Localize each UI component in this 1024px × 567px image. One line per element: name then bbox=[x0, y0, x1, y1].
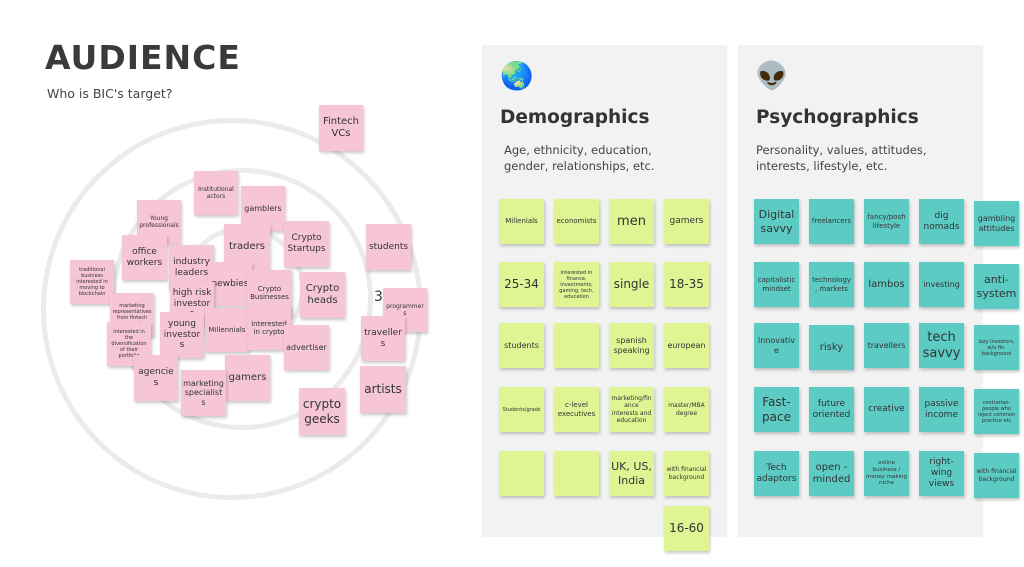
sticky-note-future-oriented[interactable]: future oriented bbox=[809, 387, 854, 432]
sticky-note-age-25-34[interactable]: 25-34 bbox=[499, 262, 544, 307]
sticky-note-students-grads[interactable]: Students/grads bbox=[499, 387, 544, 432]
sticky-note-anti-system[interactable]: anti-system bbox=[974, 264, 1019, 309]
sticky-note-interested-in-crypto[interactable]: interested in crypto bbox=[247, 306, 291, 350]
sticky-note-technology-markets[interactable]: technology, markets bbox=[809, 262, 854, 307]
sticky-note-uk-us-india[interactable]: UK, US, India bbox=[609, 451, 654, 496]
sticky-note-advertiser[interactable]: advertiser bbox=[284, 325, 329, 370]
page-title: AUDIENCE bbox=[45, 38, 241, 77]
sticky-note-financial-background-demo[interactable]: with financial background bbox=[664, 451, 709, 496]
sticky-note-crypto-geeks[interactable]: crypto geeks bbox=[299, 388, 345, 435]
sticky-note-gamers-audience[interactable]: gamers bbox=[225, 355, 270, 401]
sticky-note-passive-income[interactable]: passive income bbox=[919, 387, 964, 432]
sticky-note-fintech-vcs[interactable]: Fintech VCs bbox=[319, 105, 363, 151]
sticky-note-agencies[interactable]: agencies bbox=[134, 355, 178, 401]
stray-digit: 3 bbox=[374, 289, 383, 305]
sticky-note-blank-3[interactable] bbox=[554, 451, 599, 496]
sticky-note-economists[interactable]: economists bbox=[554, 199, 599, 244]
sticky-note-travellers-audience[interactable]: travellers bbox=[361, 316, 405, 361]
sticky-note-innovative[interactable]: innovative bbox=[754, 323, 799, 368]
sticky-note-dig-nomads[interactable]: dig nomads bbox=[919, 199, 964, 244]
globe-icon: 🌏 bbox=[500, 61, 534, 92]
sticky-note-c-level[interactable]: c-level executives bbox=[554, 387, 599, 432]
sticky-note-financial-background-psycho[interactable]: with financial background bbox=[974, 453, 1019, 498]
sticky-note-european[interactable]: european bbox=[664, 323, 709, 368]
sticky-note-gambling-attitudes[interactable]: gambling attitudes bbox=[974, 201, 1019, 246]
sticky-note-age-18-35[interactable]: 18-35 bbox=[664, 262, 709, 307]
sticky-note-online-business[interactable]: online business / money making niche bbox=[864, 451, 909, 496]
sticky-note-freelancers[interactable]: freelancers bbox=[809, 199, 854, 244]
sticky-note-lazy-investors[interactable]: lazy investors, w/o fin. background bbox=[974, 325, 1019, 370]
sticky-note-digital-savvy[interactable]: Digital savvy bbox=[754, 199, 799, 244]
sticky-note-gamblers[interactable]: gamblers bbox=[241, 186, 285, 231]
sticky-note-marketing-finance[interactable]: marketing/finance interests and educatio… bbox=[609, 387, 654, 432]
sticky-note-gamers-demo[interactable]: gamers bbox=[664, 199, 709, 244]
sticky-note-creative[interactable]: creative bbox=[864, 387, 909, 432]
sticky-note-marketing-specialists[interactable]: marketing specialists bbox=[181, 370, 226, 416]
sticky-note-young-investors[interactable]: young investors bbox=[160, 312, 204, 358]
sticky-note-contrarian[interactable]: contrarian- people who reject common pra… bbox=[974, 389, 1019, 434]
sticky-note-right-wing[interactable]: right-wing views bbox=[919, 451, 964, 496]
sticky-note-artists[interactable]: artists bbox=[360, 366, 406, 413]
sticky-note-blank-1[interactable] bbox=[554, 323, 599, 368]
sticky-note-millenials[interactable]: Millenials bbox=[499, 199, 544, 244]
sticky-note-office-workers[interactable]: office workers bbox=[122, 235, 167, 280]
sticky-note-investing[interactable]: investing bbox=[919, 262, 964, 307]
sticky-note-interested-finance[interactable]: Interested in finance, investments, gami… bbox=[554, 262, 599, 307]
page-subtitle: Who is BIC's target? bbox=[47, 86, 173, 101]
sticky-note-spanish-speaking[interactable]: spanish speaking bbox=[609, 323, 654, 368]
sticky-note-lambos[interactable]: lambos bbox=[864, 262, 909, 307]
demographics-title: Demographics bbox=[500, 107, 650, 128]
sticky-note-blank-2[interactable] bbox=[499, 451, 544, 496]
sticky-note-traditional-business[interactable]: traditional business interested in movin… bbox=[70, 260, 114, 304]
sticky-note-risky[interactable]: risky bbox=[809, 325, 854, 370]
sticky-note-tech-savvy[interactable]: tech savvy bbox=[919, 323, 964, 368]
sticky-note-crypto-startups[interactable]: Crypto Startups bbox=[284, 221, 329, 267]
sticky-note-students-demo[interactable]: students bbox=[499, 323, 544, 368]
sticky-note-age-16-60[interactable]: 16-60 bbox=[664, 506, 709, 551]
psychographics-title: Psychographics bbox=[756, 107, 919, 128]
alien-icon: 👽 bbox=[755, 61, 789, 92]
psychographics-description: Personality, values, attitudes, interest… bbox=[756, 143, 927, 173]
sticky-note-men[interactable]: men bbox=[609, 199, 654, 244]
sticky-note-capitalistic-mindset[interactable]: capitalistic mindset bbox=[754, 262, 799, 307]
sticky-note-single[interactable]: single bbox=[609, 262, 654, 307]
sticky-note-tech-adaptors[interactable]: Tech adaptors bbox=[754, 451, 799, 496]
sticky-note-open-minded[interactable]: open - minded bbox=[809, 451, 854, 496]
sticky-note-fast-pace[interactable]: Fast-pace bbox=[754, 387, 799, 432]
sticky-note-travellers-psycho[interactable]: travellers bbox=[864, 323, 909, 368]
sticky-note-institutional-actors[interactable]: Institutional actors bbox=[194, 171, 238, 215]
sticky-note-fancy-posh[interactable]: fancy/posh lifestyle bbox=[864, 199, 909, 244]
sticky-note-newbies[interactable]: newbies bbox=[208, 262, 252, 306]
sticky-note-students-audience[interactable]: students bbox=[366, 224, 411, 270]
demographics-description: Age, ethnicity, education, gender, relat… bbox=[504, 143, 655, 173]
sticky-note-millennials[interactable]: Millennials bbox=[205, 308, 249, 352]
sticky-note-master-mba[interactable]: master/MBA degree bbox=[664, 387, 709, 432]
sticky-note-crypto-heads[interactable]: Crypto heads bbox=[300, 272, 345, 318]
